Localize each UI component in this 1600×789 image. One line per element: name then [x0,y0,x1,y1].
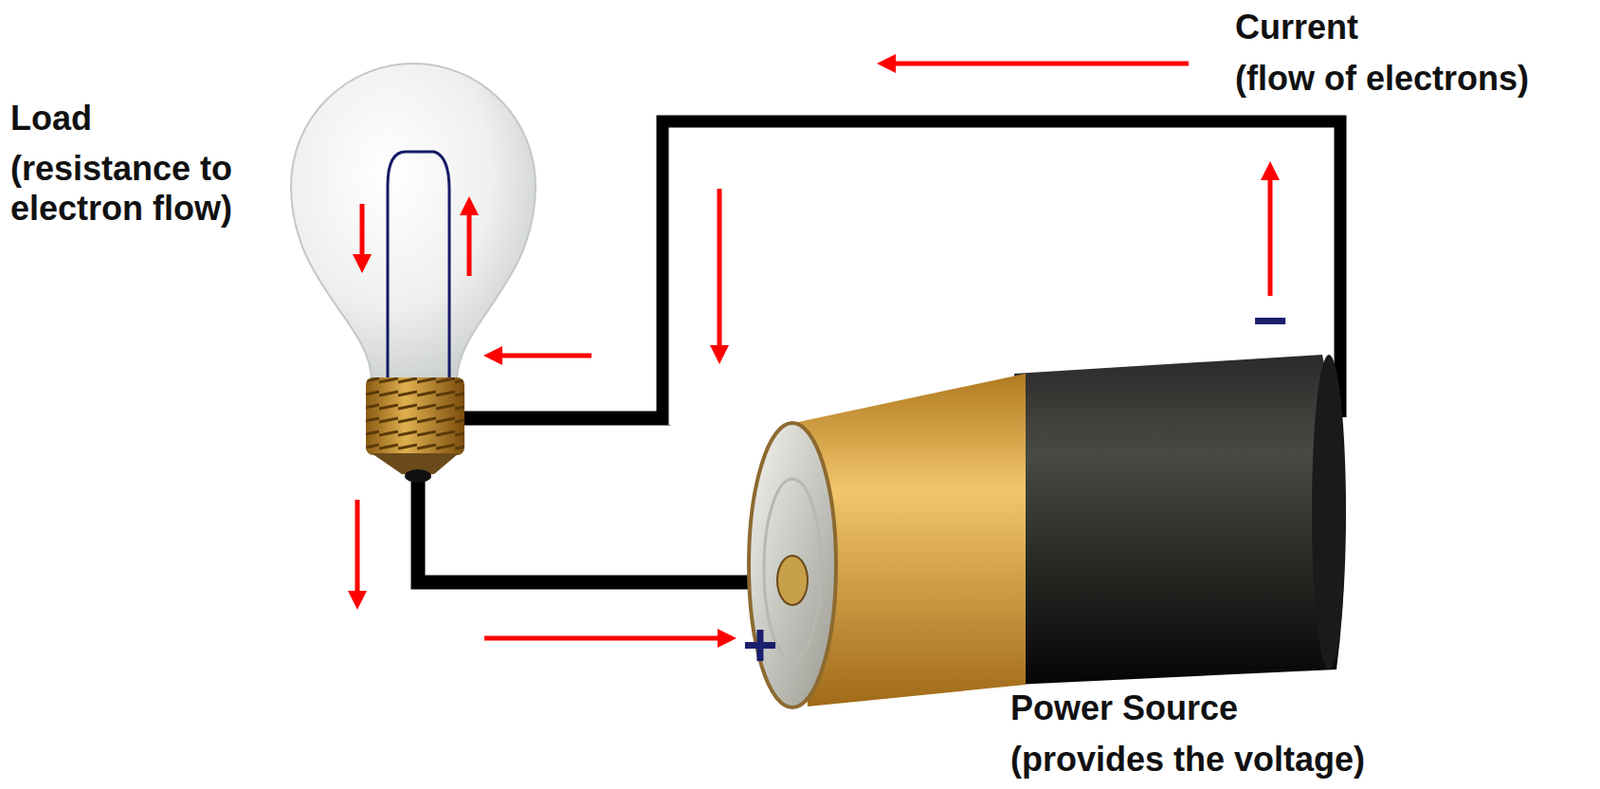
polarity-sign: − [1252,290,1288,351]
component-label: Load [10,98,92,139]
source-note: (provides the voltage) [1010,739,1365,780]
current-arrow [357,63,1271,638]
current-note: (flow of electrons) [1235,58,1529,99]
component-note: (resistance to electron flow) [10,148,295,230]
current-label: Current [1235,7,1359,48]
polarity-sign: + [742,614,778,675]
light-bulb [290,63,536,483]
source-label: Power Source [1010,688,1238,728]
battery [748,354,1346,708]
